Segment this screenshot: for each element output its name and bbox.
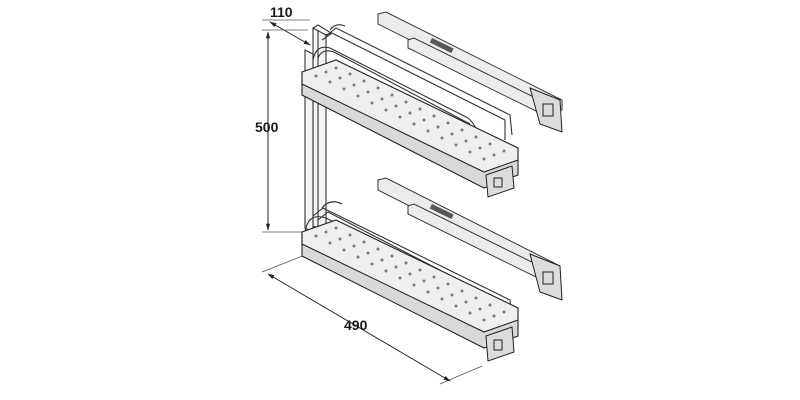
lower-basket [301,177,563,362]
dimension-width: 490 [261,254,483,385]
dimension-depth-label: 110 [270,4,293,20]
upper-basket [301,11,563,198]
dimension-height-label: 500 [255,119,279,135]
dimension-depth-top: 110 [262,4,311,46]
dimension-width-label: 490 [344,317,368,333]
lower-tray-perforations [314,226,506,322]
vertical-frame [304,24,333,233]
dimension-height: 500 [255,29,308,233]
upper-tray-perforations [314,66,506,161]
